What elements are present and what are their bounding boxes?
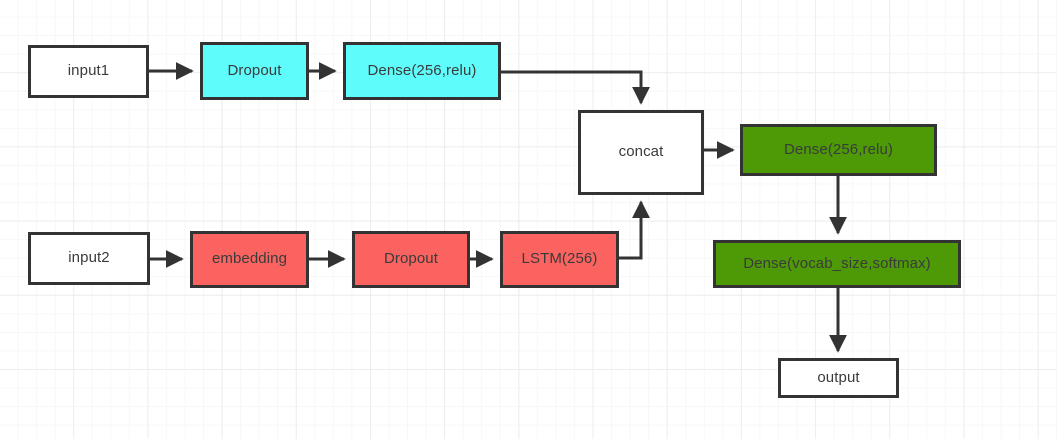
node-concat[interactable]: concat — [578, 110, 704, 195]
node-label: input2 — [68, 249, 110, 267]
node-input2[interactable]: input2 — [28, 232, 150, 285]
edge-dense-relu-1-to-concat — [501, 70, 650, 105]
edge-lstm-to-concat — [619, 200, 650, 260]
node-label: Dense(vocab_size,softmax) — [743, 254, 931, 272]
node-label: concat — [618, 143, 664, 161]
node-output[interactable]: output — [778, 358, 899, 398]
node-label: input1 — [67, 62, 110, 80]
node-dense-vocab-size-softmax[interactable]: Dense(vocab_size,softmax) — [713, 240, 961, 288]
node-embedding[interactable]: embedding — [190, 231, 309, 288]
node-label: embedding — [211, 250, 288, 268]
node-label: output — [817, 368, 860, 386]
node-label: Dense(256,relu) — [367, 61, 477, 79]
node-dropout-1[interactable]: Dropout — [200, 42, 309, 100]
node-dense-256-relu-1[interactable]: Dense(256,relu) — [343, 42, 501, 100]
node-input1[interactable]: input1 — [28, 45, 149, 98]
node-dropout-2[interactable]: Dropout — [352, 231, 470, 288]
node-label: Dropout — [383, 250, 439, 268]
node-dense-256-relu-2[interactable]: Dense(256,relu) — [740, 124, 937, 176]
node-label: LSTM(256) — [521, 250, 598, 268]
node-label: Dense(256,relu) — [783, 140, 894, 158]
node-lstm-256[interactable]: LSTM(256) — [500, 231, 619, 288]
node-label: Dropout — [227, 61, 282, 79]
